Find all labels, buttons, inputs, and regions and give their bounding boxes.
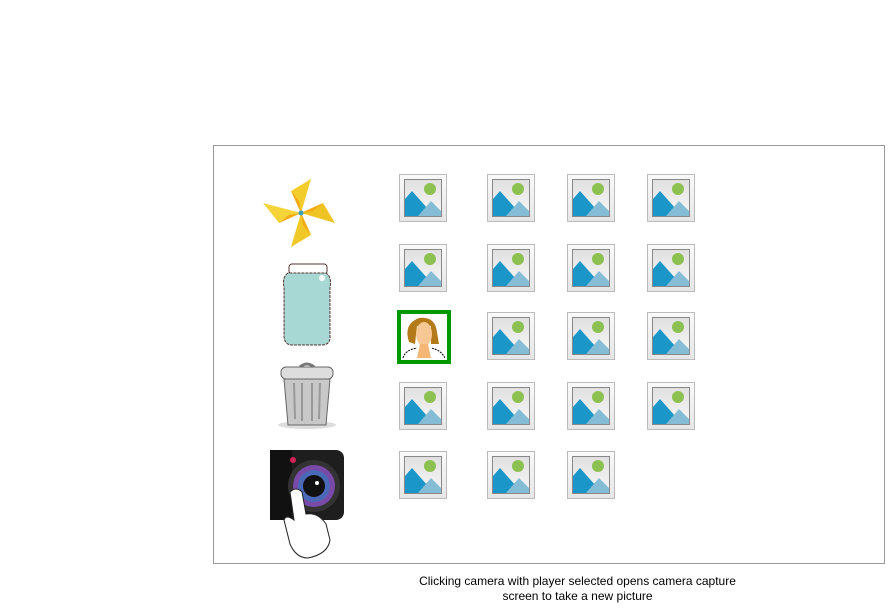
- trash-icon[interactable]: [276, 361, 338, 436]
- image-placeholder-icon: [652, 179, 690, 217]
- image-placeholder-icon: [404, 387, 442, 425]
- image-placeholder-icon: [652, 387, 690, 425]
- picture-tile[interactable]: [567, 244, 615, 292]
- image-placeholder-icon: [492, 179, 530, 217]
- picture-tile[interactable]: [647, 244, 695, 292]
- image-placeholder-icon: [404, 179, 442, 217]
- image-placeholder-icon: [572, 387, 610, 425]
- picture-tile[interactable]: [567, 382, 615, 430]
- picture-tile[interactable]: [487, 312, 535, 360]
- camera-icon[interactable]: [268, 444, 348, 567]
- image-placeholder-icon: [572, 317, 610, 355]
- image-placeholder-icon: [572, 179, 610, 217]
- pinwheel-icon[interactable]: [262, 177, 342, 254]
- picture-tile[interactable]: [647, 382, 695, 430]
- image-placeholder-icon: [492, 317, 530, 355]
- image-placeholder-icon: [492, 456, 530, 494]
- image-placeholder-icon: [404, 456, 442, 494]
- image-placeholder-icon: [572, 456, 610, 494]
- picture-tile[interactable]: [647, 312, 695, 360]
- game-board: [213, 145, 885, 564]
- image-placeholder-icon: [652, 249, 690, 287]
- picture-tile[interactable]: [567, 312, 615, 360]
- picture-tile[interactable]: [399, 451, 447, 499]
- image-placeholder-icon: [404, 249, 442, 287]
- image-placeholder-icon: [572, 249, 610, 287]
- picture-tile[interactable]: [487, 244, 535, 292]
- caption-line-1: Clicking camera with player selected ope…: [419, 574, 736, 588]
- selected-player-tile[interactable]: [397, 310, 451, 364]
- picture-tile[interactable]: [399, 382, 447, 430]
- jar-icon[interactable]: [282, 263, 334, 352]
- image-placeholder-icon: [492, 387, 530, 425]
- picture-tile[interactable]: [487, 382, 535, 430]
- caption: Clicking camera with player selected ope…: [380, 574, 775, 604]
- image-placeholder-icon: [492, 249, 530, 287]
- caption-line-2: screen to take a new picture: [502, 589, 653, 603]
- picture-tile[interactable]: [647, 174, 695, 222]
- picture-tile[interactable]: [567, 174, 615, 222]
- picture-tile[interactable]: [399, 174, 447, 222]
- player-avatar-icon: [402, 317, 445, 358]
- picture-tile[interactable]: [567, 451, 615, 499]
- picture-tile[interactable]: [399, 244, 447, 292]
- image-placeholder-icon: [652, 317, 690, 355]
- picture-tile[interactable]: [487, 451, 535, 499]
- picture-tile[interactable]: [487, 174, 535, 222]
